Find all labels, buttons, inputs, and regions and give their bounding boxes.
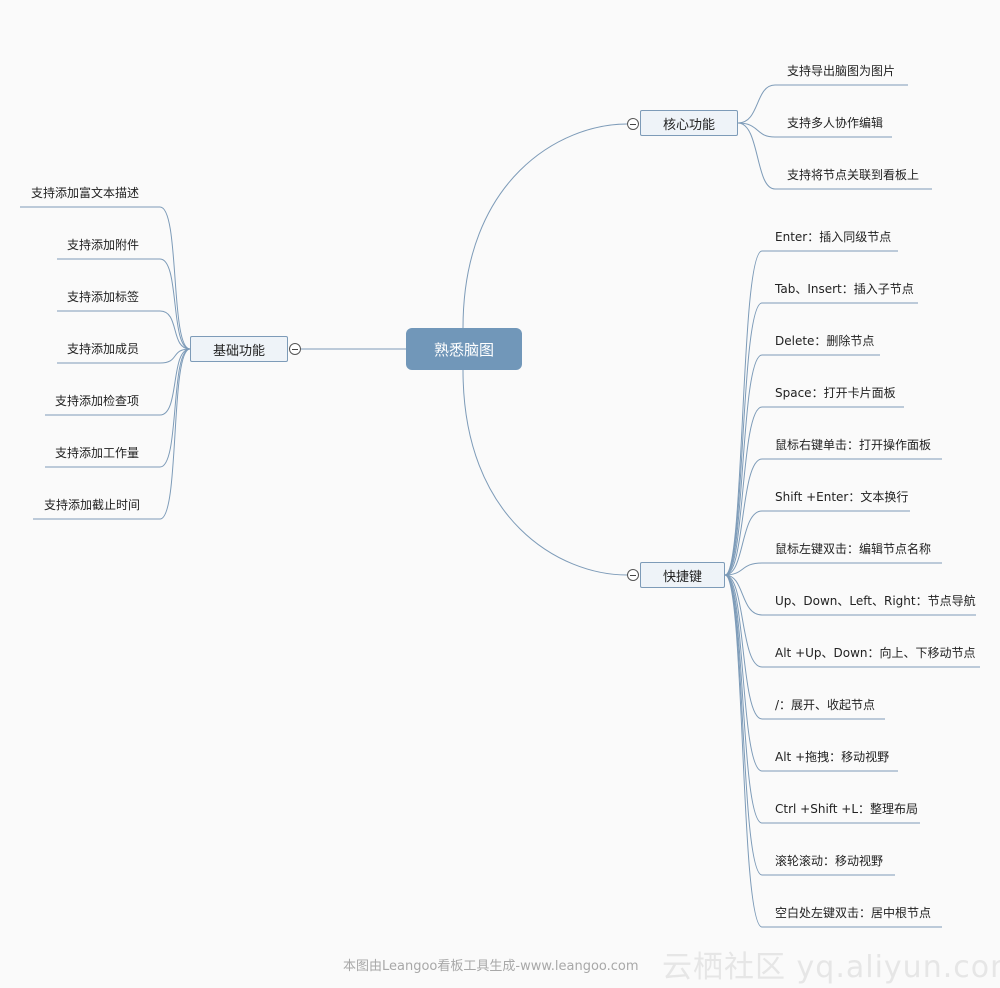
shortcuts-leaf-1[interactable]: Tab、Insert：插入子节点 [775, 282, 914, 296]
connector-line [724, 574, 976, 616]
shortcuts-leaf-8[interactable]: Alt +Up、Down：向上、下移动节点 [775, 646, 976, 660]
core-leaf-1[interactable]: 支持多人协作编辑 [787, 116, 884, 130]
watermark-logo: 云栖社区 yq.aliyun.com [662, 950, 1000, 985]
shortcuts-leaf-2[interactable]: Delete：删除节点 [775, 334, 875, 348]
connector-line [45, 348, 191, 416]
root-node[interactable]: 熟悉脑图 [406, 328, 522, 370]
connector-line [737, 84, 908, 124]
shortcuts-leaf-13[interactable]: 空白处左键双击：居中根节点 [775, 906, 932, 920]
core-leaf-0[interactable]: 支持导出脑图为图片 [787, 64, 896, 78]
collapse-core-toggle[interactable] [627, 118, 639, 130]
basic-leaf-3[interactable]: 支持添加成员 [66, 342, 139, 356]
collapse-basic-toggle[interactable] [289, 343, 301, 355]
connector-line [724, 574, 942, 928]
footer-credit: 本图由Leangoo看板工具生成-www.leangoo.com [343, 959, 639, 974]
connector-line [33, 348, 191, 520]
connector-line [724, 574, 980, 668]
connector-line [724, 574, 898, 772]
basic-leaf-2[interactable]: 支持添加标签 [66, 290, 139, 304]
shortcuts-leaf-4[interactable]: 鼠标右键单击：打开操作面板 [775, 438, 932, 452]
basic-leaf-4[interactable]: 支持添加检查项 [54, 394, 139, 408]
branch-core-features[interactable]: 核心功能 [640, 110, 738, 136]
connector-line [724, 574, 895, 876]
connector-line [724, 574, 885, 720]
connector-line [57, 310, 191, 350]
shortcuts-leaf-3[interactable]: Space：打开卡片面板 [775, 386, 896, 400]
connector-line [462, 123, 628, 329]
connector-line [724, 354, 880, 576]
basic-leaf-5[interactable]: 支持添加工作量 [54, 446, 139, 460]
connector-line [724, 302, 918, 576]
branch-shortcuts[interactable]: 快捷键 [640, 562, 725, 588]
shortcuts-leaf-7[interactable]: Up、Down、Left、Right：节点导航 [775, 594, 976, 608]
basic-leaf-1[interactable]: 支持添加附件 [66, 238, 139, 252]
connector-line [57, 258, 191, 350]
connector-line [724, 562, 942, 576]
core-leaf-2[interactable]: 支持将节点关联到看板上 [787, 168, 920, 182]
shortcuts-leaf-12[interactable]: 滚轮滚动：移动视野 [775, 854, 884, 868]
shortcuts-leaf-10[interactable]: Alt +拖拽：移动视野 [775, 750, 890, 764]
collapse-shortcuts-toggle[interactable] [627, 569, 639, 581]
connector-line [737, 122, 892, 138]
shortcuts-leaf-5[interactable]: Shift +Enter：文本换行 [775, 490, 909, 504]
basic-leaf-0[interactable]: 支持添加富文本描述 [30, 186, 139, 200]
basic-leaf-6[interactable]: 支持添加截止时间 [43, 498, 140, 512]
connector-line [45, 348, 191, 468]
connector-line [724, 250, 898, 576]
branch-basic-features[interactable]: 基础功能 [190, 336, 288, 362]
connector-line [724, 574, 920, 824]
connector-line [724, 458, 942, 576]
connector-line [462, 369, 628, 576]
connector-line [57, 348, 191, 364]
shortcuts-leaf-11[interactable]: Ctrl +Shift +L：整理布局 [775, 802, 919, 816]
shortcuts-leaf-6[interactable]: 鼠标左键双击：编辑节点名称 [775, 542, 932, 556]
connector-line [20, 206, 191, 350]
connector-line [724, 406, 904, 576]
connector-line [737, 122, 932, 190]
shortcuts-leaf-9[interactable]: /：展开、收起节点 [775, 698, 876, 712]
shortcuts-leaf-0[interactable]: Enter：插入同级节点 [775, 230, 892, 244]
connector-line [724, 510, 910, 576]
